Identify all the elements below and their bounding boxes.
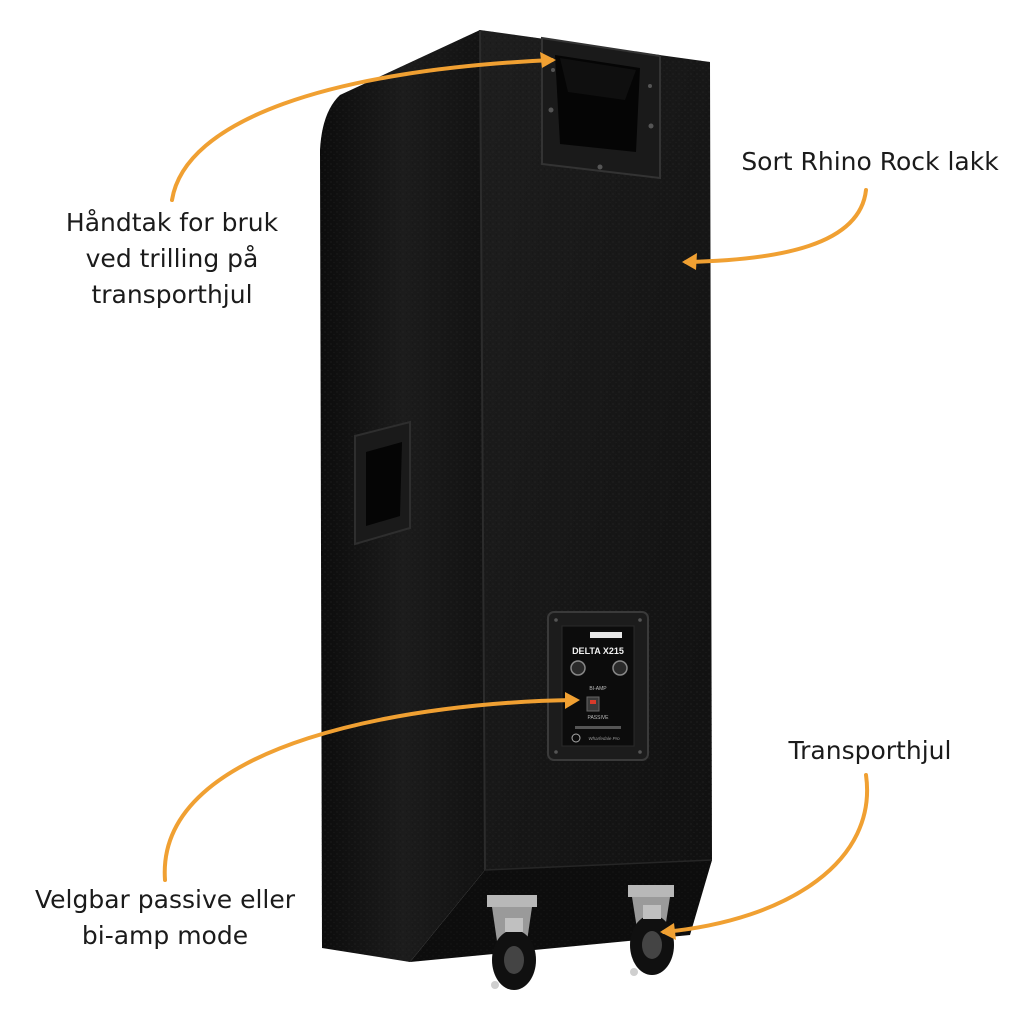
label-wheels: Transporthjul	[788, 736, 952, 765]
panel-brand-text: Wharfedale Pro	[588, 736, 620, 741]
panel-model-text: DELTA X215	[572, 646, 624, 656]
panel-passive-text: PASSIVE	[587, 715, 609, 721]
mode-arrow-icon	[162, 698, 577, 882]
finish-arrow-icon	[684, 188, 868, 264]
speaker-cabinet	[320, 29, 713, 962]
panel-biamp-text: BI-AMP	[589, 686, 607, 692]
caster-wheel-left	[487, 895, 537, 990]
brand-logo-icon	[571, 733, 581, 743]
side-handle	[354, 420, 411, 546]
wheels-arrow-icon	[662, 773, 870, 934]
speakon-input-2	[612, 660, 628, 676]
label-finish: Sort Rhino Rock lakk	[741, 147, 999, 176]
top-handle	[541, 36, 661, 180]
handle-arrow-icon	[170, 58, 554, 202]
speakon-input-1	[570, 660, 586, 676]
label-mode: Velgbar passive eller bi-amp mode	[34, 885, 295, 950]
connector-panel: DELTA X215 BI-AMP PASSIVE Wharfedale Pro	[547, 611, 649, 761]
caster-wheel-right	[628, 885, 674, 976]
label-handle: Håndtak for bruk ved trilling på transpo…	[65, 208, 279, 309]
